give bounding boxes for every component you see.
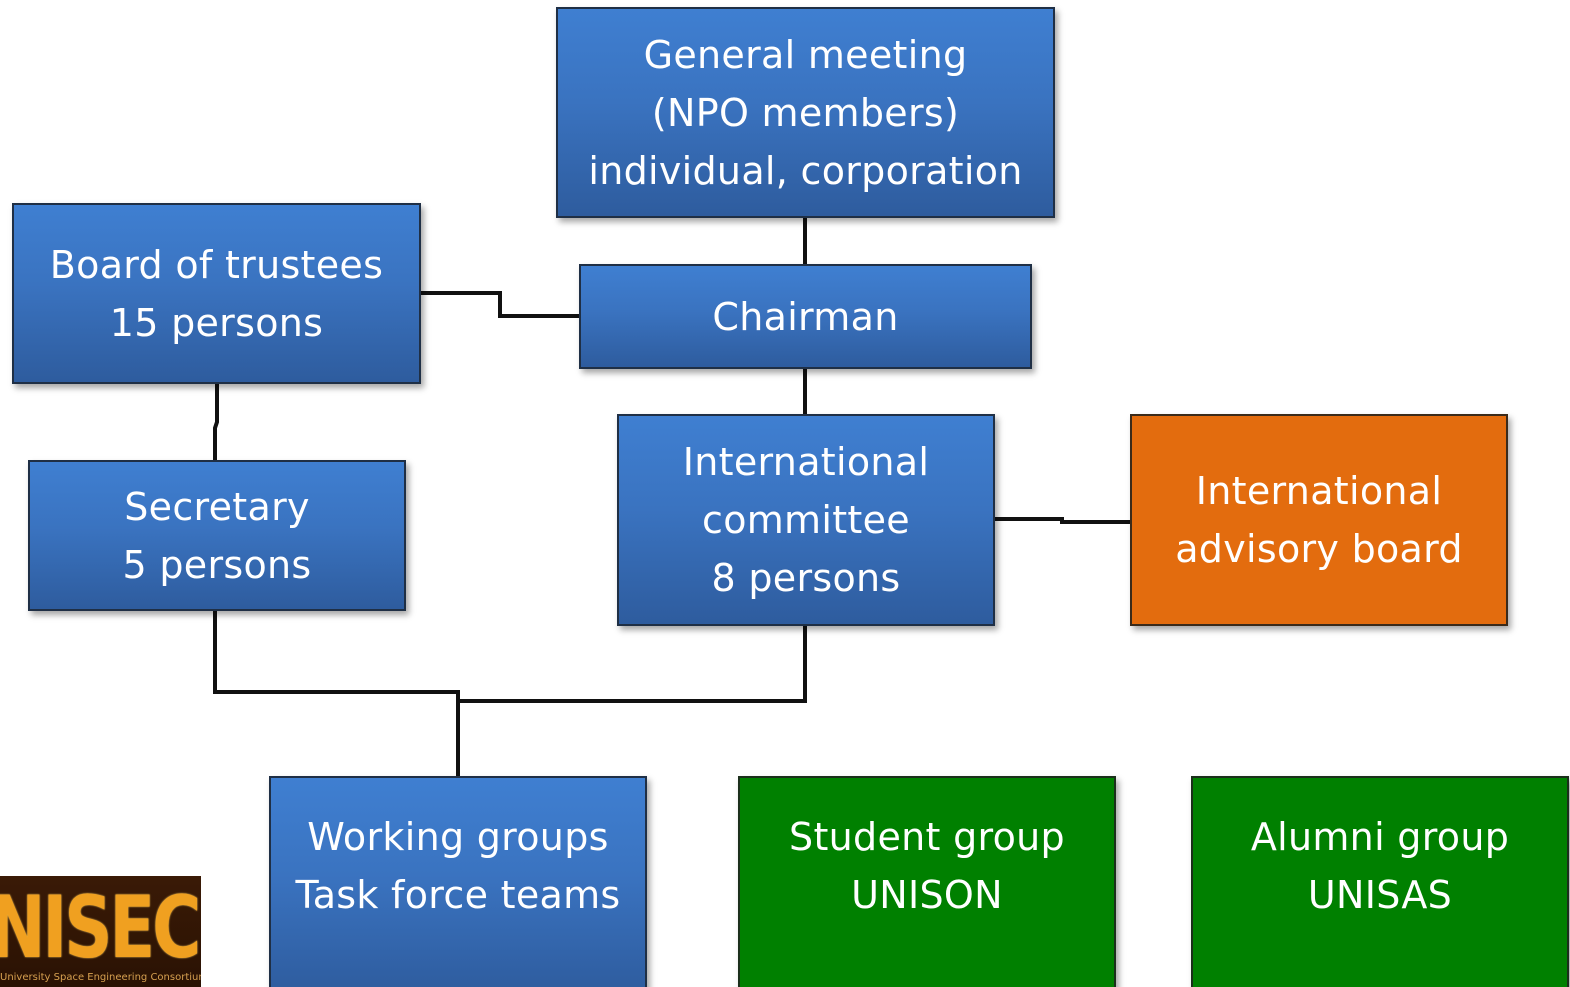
board-of-trustees-box: Board of trustees 15 persons — [12, 203, 421, 384]
logo-subtext: University Space Engineering Consortium — [0, 972, 201, 983]
general-meeting-line-1: General meeting — [643, 32, 968, 77]
chairman-box: Chairman — [579, 264, 1032, 369]
secretary-line-2: 5 persons — [122, 542, 312, 587]
connector-board-chairman — [421, 291, 579, 318]
logo-text: UNISEC — [0, 878, 201, 978]
international-committee-box: International committee 8 persons — [617, 414, 995, 626]
alumni-group-line-2: UNISAS — [1307, 873, 1453, 917]
international-committee-line-2: committee — [702, 498, 910, 542]
working-groups-line-2: Task force teams — [295, 873, 621, 917]
international-advisory-board-box: International advisory board — [1130, 414, 1508, 626]
connector-committee-advisory — [995, 517, 1130, 524]
board-of-trustees-line-1: Board of trustees — [49, 242, 384, 287]
secretary-line-1: Secretary — [124, 484, 310, 529]
alumni-group-box: Alumni group UNISAS — [1191, 776, 1569, 987]
student-group-line-1: Student group — [789, 815, 1065, 859]
chairman-line-1: Chairman — [712, 294, 899, 339]
secretary-box: Secretary 5 persons — [28, 460, 406, 611]
working-groups-line-1: Working groups — [307, 815, 609, 859]
board-of-trustees-line-2: 15 persons — [109, 300, 324, 345]
alumni-group-line-1: Alumni group — [1250, 815, 1510, 859]
connector-secretary-working — [213, 611, 460, 776]
general-meeting-line-3: individual, corporation — [588, 148, 1023, 193]
advisory-board-line-2: advisory board — [1175, 527, 1463, 571]
international-committee-line-3: 8 persons — [711, 556, 901, 600]
advisory-board-line-1: International — [1195, 469, 1443, 513]
connector-committee-working — [458, 626, 807, 703]
student-group-box: Student group UNISON — [738, 776, 1116, 987]
connector-board-secretary — [213, 384, 219, 460]
general-meeting-box: General meeting (NPO members) individual… — [556, 7, 1055, 218]
international-committee-line-1: International — [682, 440, 930, 484]
general-meeting-line-2: (NPO members) — [651, 90, 960, 135]
unisec-logo: UNISEC University Space Engineering Cons… — [0, 876, 201, 987]
working-groups-box: Working groups Task force teams — [269, 776, 647, 987]
student-group-line-2: UNISON — [851, 873, 1003, 917]
